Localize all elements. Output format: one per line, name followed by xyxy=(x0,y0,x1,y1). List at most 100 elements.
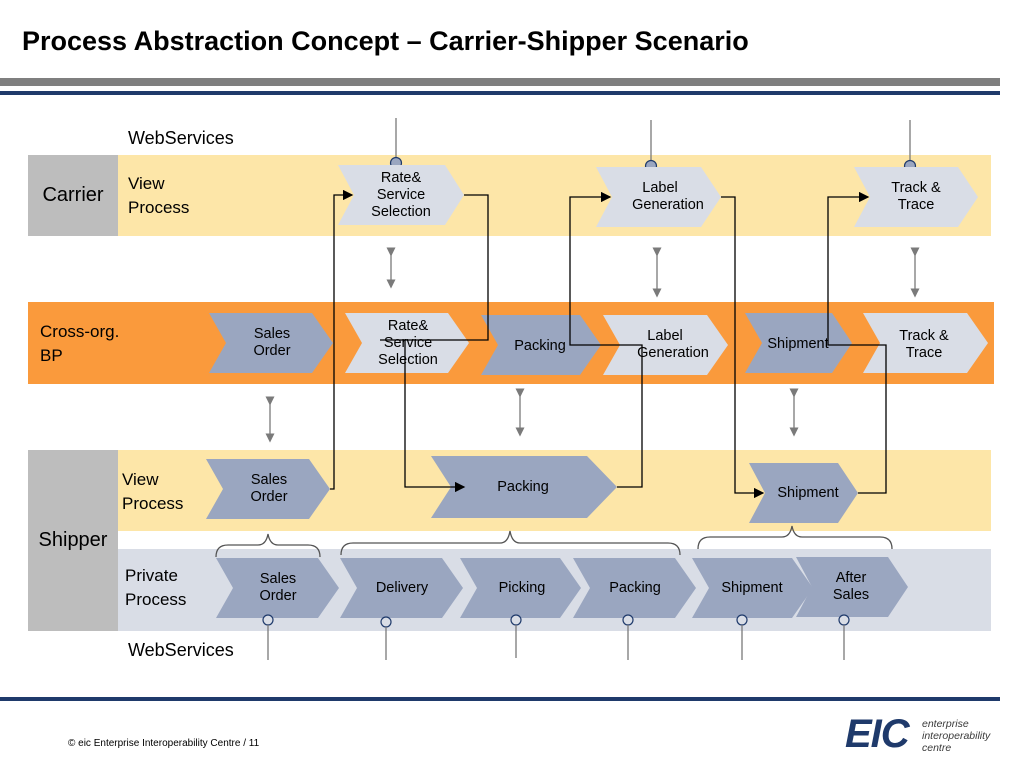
chevron-shape xyxy=(216,558,339,618)
step-label-line1: Sales xyxy=(254,326,290,342)
ws-port-icon xyxy=(262,614,274,626)
step-label-line3: Selection xyxy=(371,204,431,220)
crossorg-step[interactable]: Label Generation xyxy=(603,315,728,375)
flow-arrow xyxy=(827,191,887,494)
logo-line2: interoperability xyxy=(922,730,991,742)
private-step[interactable]: Shipment xyxy=(692,558,813,618)
flow-arrow xyxy=(721,196,765,499)
eic-logo-mark: EIC xyxy=(845,712,910,756)
chevron-shape xyxy=(692,558,813,618)
carrier-view-band xyxy=(118,155,991,236)
private-step[interactable]: After Sales xyxy=(796,557,908,617)
chevron-shape xyxy=(338,165,464,225)
grouping-braces xyxy=(215,525,893,558)
ws-port-icon xyxy=(622,614,634,626)
step-label-line1: Rate& xyxy=(381,170,422,186)
shipper-view-label-line1: View xyxy=(122,470,159,489)
webservices-bottom-label: WebServices xyxy=(128,640,234,660)
chevron-shape xyxy=(745,313,852,373)
chevron-shape xyxy=(460,558,581,618)
ws-port-icon xyxy=(736,614,748,626)
chevron-shape xyxy=(345,313,469,373)
step-label-line1: Picking xyxy=(499,580,546,596)
flow-arrow xyxy=(330,189,354,490)
ws-port-icon xyxy=(510,614,522,626)
private-step[interactable]: Delivery xyxy=(340,558,463,618)
step-label-line1: Track & xyxy=(899,328,949,344)
brace xyxy=(697,525,893,550)
step-label-line1: Shipment xyxy=(767,336,828,352)
carrier-step[interactable]: Label Generation xyxy=(596,167,721,227)
step-label-line1: Rate& xyxy=(388,318,429,334)
flow-line xyxy=(380,194,489,341)
private-step[interactable]: Picking xyxy=(460,558,581,618)
step-label-line2: Trace xyxy=(906,345,943,361)
crossorg-label-line1: Cross-org. xyxy=(40,322,120,341)
shipper-row-label: Shipper xyxy=(28,450,118,631)
step-label-line3: Selection xyxy=(378,352,438,368)
chevron-shape xyxy=(573,558,696,618)
crossorg-step[interactable]: Sales Order xyxy=(209,313,333,373)
step-label-line2: Trace xyxy=(898,197,935,213)
crossorg-label-line2: BP xyxy=(40,346,63,365)
chevron-shape xyxy=(854,167,978,227)
chevron-shape xyxy=(863,313,988,373)
carrier-step[interactable]: Rate& Service Selection xyxy=(338,165,464,225)
crossorg-step[interactable]: Packing xyxy=(481,315,601,375)
crossorg-step[interactable]: Shipment xyxy=(745,313,852,373)
chevron-shape xyxy=(749,463,858,523)
footer-copyright: © eic Enterprise Interoperability Centre… xyxy=(68,738,260,749)
webservice-connectors-bottom xyxy=(262,614,850,660)
shipper-view-step[interactable]: Shipment xyxy=(749,463,858,523)
carrier-view-label: View Process xyxy=(128,172,189,220)
logo-line1: enterprise xyxy=(922,718,969,730)
shipper-private-label-line1: Private xyxy=(125,566,178,585)
brace xyxy=(215,533,321,558)
carrier-view-label-line1: View xyxy=(128,174,165,193)
step-label-line1: Shipment xyxy=(721,580,782,596)
shipper-view-label-line2: Process xyxy=(122,494,184,513)
step-label-line2: Sales xyxy=(833,587,869,603)
private-step[interactable]: Sales Order xyxy=(216,558,339,618)
mapping-arrows-upper xyxy=(386,247,920,298)
step-label-line1: Sales xyxy=(260,571,296,587)
eic-logo-text: enterprise interoperability centre xyxy=(922,718,990,754)
step-label-line2: Order xyxy=(253,343,290,359)
shipper-view-step[interactable]: Packing xyxy=(431,456,617,518)
step-label-line1: Label xyxy=(647,328,682,344)
step-label-line2: Order xyxy=(259,588,296,604)
step-label-line1: Packing xyxy=(609,580,661,596)
step-label-line2: Service xyxy=(377,187,425,203)
shipper-private-label: Private Process xyxy=(125,564,186,612)
step-label-line1: Packing xyxy=(497,479,549,495)
ws-port-icon xyxy=(838,614,850,626)
step-label-line1: Label xyxy=(642,180,677,196)
chevron-shape xyxy=(481,315,601,375)
chevron-shape xyxy=(209,313,333,373)
crossorg-label: Cross-org. BP xyxy=(40,320,119,368)
private-step[interactable]: Packing xyxy=(573,558,696,618)
webservice-connectors-top xyxy=(389,118,917,173)
step-label-line2: Service xyxy=(384,335,432,351)
shipper-private-label-line2: Process xyxy=(125,590,187,609)
footer-rule xyxy=(0,697,1000,701)
mapping-arrows-lower xyxy=(265,388,799,443)
carrier-step[interactable]: Track & Trace xyxy=(854,167,978,227)
carrier-view-label-line2: Process xyxy=(128,198,190,217)
page-title: Process Abstraction Concept – Carrier-Sh… xyxy=(22,26,749,56)
chevron-shape xyxy=(603,315,728,375)
flow-arrow xyxy=(569,191,643,488)
crossorg-step[interactable]: Rate& Service Selection xyxy=(345,313,469,373)
chevron-shape xyxy=(796,557,908,617)
ws-port-icon xyxy=(380,616,392,628)
crossorg-step[interactable]: Track & Trace xyxy=(863,313,988,373)
step-label-line2: Generation xyxy=(637,345,709,361)
step-label-line1: Shipment xyxy=(777,485,838,501)
chevron-shape xyxy=(340,558,463,618)
brace xyxy=(340,530,681,556)
shipper-view-step[interactable]: Sales Order xyxy=(206,459,330,519)
step-label-line2: Order xyxy=(250,489,287,505)
title-rule-navy xyxy=(0,91,1000,95)
chevron-shape xyxy=(431,456,617,518)
webservices-top-label: WebServices xyxy=(128,128,234,148)
